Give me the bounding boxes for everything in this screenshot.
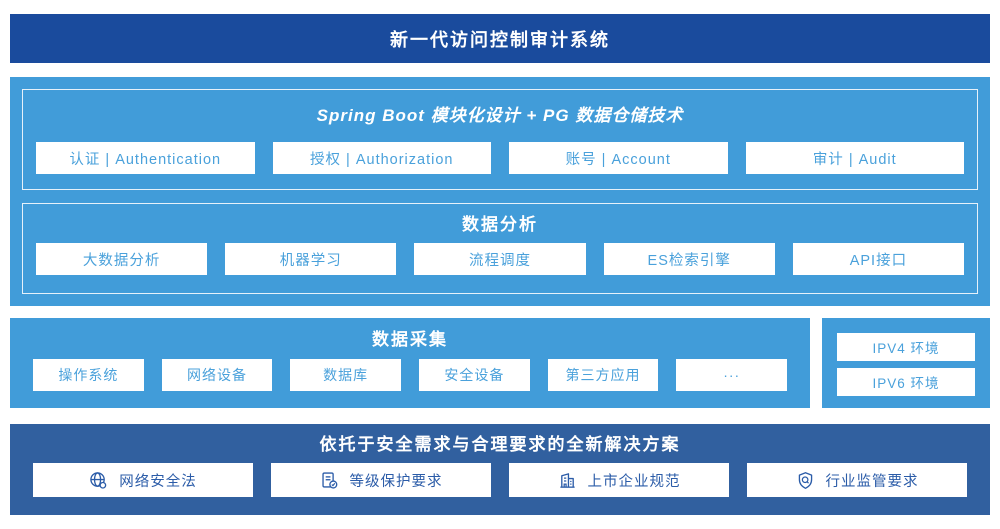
- collection-node-os: 操作系统: [33, 359, 144, 391]
- collection-node-security: 安全设备: [419, 359, 530, 391]
- page-title: 新一代访问控制审计系统: [390, 29, 610, 50]
- solution-row: 网络安全法 等级保护要求: [33, 463, 967, 497]
- analysis-node-workflow: 流程调度: [414, 243, 586, 275]
- analysis-node-bigdata: 大数据分析: [36, 243, 208, 275]
- solution-label: 等级保护要求: [349, 473, 443, 490]
- solution-label: 上市企业规范: [587, 473, 681, 490]
- solution-node-cybersecurity-law: 网络安全法: [33, 463, 253, 497]
- collection-node-thirdparty: 第三方应用: [547, 359, 659, 391]
- collection-node-more: ···: [676, 359, 788, 391]
- collection-section-title: 数据采集: [372, 330, 448, 349]
- analysis-node-ml: 机器学习: [225, 243, 397, 275]
- document-check-icon: [320, 471, 339, 490]
- module-node-authorization: 授权 | Authorization: [272, 142, 491, 174]
- solution-section: 依托于安全需求与合理要求的全新解决方案 网络安全法: [10, 424, 990, 515]
- solution-node-classified-protection: 等级保护要求: [271, 463, 491, 497]
- collection-node-database: 数据库: [290, 359, 402, 391]
- solution-label: 网络安全法: [119, 473, 197, 490]
- module-node-authentication: 认证 | Authentication: [36, 142, 255, 174]
- analysis-section: 数据分析 大数据分析 机器学习 流程调度 ES检索引擎 API接口: [22, 203, 978, 294]
- title-banner: 新一代访问控制审计系统: [10, 14, 990, 63]
- env-node-ipv6: IPV6 环境: [837, 368, 975, 396]
- collection-node-network: 网络设备: [161, 359, 273, 391]
- building-icon: [558, 471, 577, 490]
- solution-node-listed-company: 上市企业规范: [509, 463, 729, 497]
- analysis-section-title: 数据分析: [462, 215, 538, 234]
- environment-panel: IPV4 环境 IPV6 环境: [822, 318, 990, 408]
- platform-container: Spring Boot 模块化设计 + PG 数据仓储技术 认证 | Authe…: [10, 77, 990, 306]
- modules-section: Spring Boot 模块化设计 + PG 数据仓储技术 认证 | Authe…: [22, 89, 978, 190]
- module-node-account: 账号 | Account: [509, 142, 728, 174]
- solution-section-title: 依托于安全需求与合理要求的全新解决方案: [319, 435, 681, 454]
- analysis-node-api: API接口: [792, 243, 965, 275]
- analysis-node-es: ES检索引擎: [603, 243, 775, 275]
- solution-label: 行业监管要求: [825, 473, 919, 490]
- solution-node-industry-regulation: 行业监管要求: [747, 463, 967, 497]
- shield-search-icon: [796, 471, 815, 490]
- modules-row: 认证 | Authentication 授权 | Authorization 账…: [36, 142, 964, 174]
- modules-section-title: Spring Boot 模块化设计 + PG 数据仓储技术: [316, 106, 684, 125]
- globe-icon: [89, 471, 108, 490]
- collection-section: 数据采集 操作系统 网络设备 数据库 安全设备 第三方应用 ···: [10, 318, 810, 408]
- env-node-ipv4: IPV4 环境: [837, 333, 975, 361]
- collection-row: 操作系统 网络设备 数据库 安全设备 第三方应用 ···: [33, 359, 788, 391]
- module-node-audit: 审计 | Audit: [745, 142, 964, 174]
- analysis-row: 大数据分析 机器学习 流程调度 ES检索引擎 API接口: [36, 243, 965, 275]
